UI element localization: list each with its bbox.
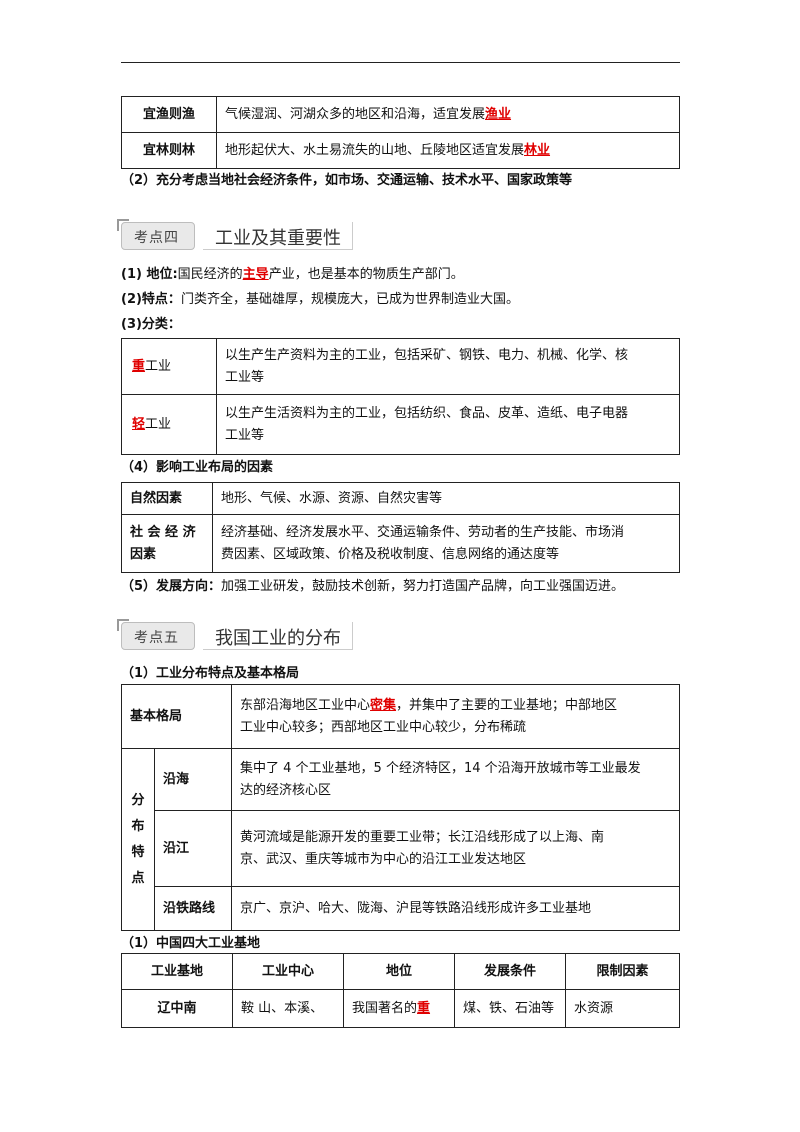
row-label: 沿海 (154, 748, 232, 811)
table-header-row: 工业基地 工业中心 地位 发展条件 限制因素 (121, 953, 680, 990)
table-cell: 我国著名的重 (343, 989, 455, 1028)
row-text: 经济基础、经济发展水平、交通运输条件、劳动者的生产技能、市场消费因素、区域政策、… (212, 514, 680, 573)
row-text: 地形起伏大、水土易流失的山地、丘陵地区适宜发展林业 (216, 132, 680, 169)
table-row: 基本格局 东部沿海地区工业中心密集，并集中了主要的工业基地；中部地区 工业中心较… (121, 684, 680, 749)
section-title: 我国工业的分布 (203, 622, 353, 650)
section-title: 工业及其重要性 (203, 222, 353, 250)
header-rule (121, 62, 680, 63)
tag-corner (117, 619, 129, 631)
table-row: 轻工业 以生产生活资料为主的工业，包括纺织、食品、皮革、造纸、电子电器工业等 (121, 394, 680, 455)
row-text: 黄河流域是能源开发的重要工业带；长江沿线形成了以上海、南京、武汉、重庆等城市为中… (231, 810, 680, 887)
table-row: 自然因素 地形、气候、水源、资源、自然灾害等 (121, 482, 680, 515)
sub-heading-2: （1）中国四大工业基地 (121, 936, 261, 951)
row-text: 以生产生产资料为主的工业，包括采矿、钢铁、电力、机械、化学、核工业等 (216, 338, 680, 395)
table-row: 沿江 黄河流域是能源开发的重要工业带；长江沿线形成了以上海、南京、武汉、重庆等城… (122, 810, 680, 887)
row-label: 沿铁路线 (154, 886, 232, 931)
row-text: 东部沿海地区工业中心密集，并集中了主要的工业基地；中部地区 工业中心较多；西部地… (231, 684, 680, 749)
sub-heading-1: （1）工业分布特点及基本格局 (121, 666, 300, 681)
row-text: 地形、气候、水源、资源、自然灾害等 (212, 482, 680, 515)
column-header: 限制因素 (565, 953, 680, 990)
note-2: （2）充分考虑当地社会经济条件，如市场、交通运输、技术水平、国家政策等 (121, 173, 573, 188)
row-text: 以生产生活资料为主的工业，包括纺织、食品、皮革、造纸、电子电器工业等 (216, 394, 680, 455)
table-cell: 鞍 山、本溪、 (232, 989, 344, 1028)
table-row: 宜渔则渔 气候湿润、河湖众多的地区和沿海，适宜发展渔业 (121, 96, 680, 133)
point-1: (1) 地位:国民经济的主导产业，也是基本的物质生产部门。 (121, 267, 464, 282)
point-2: (2)特点：门类齐全，基础雄厚，规模庞大，已成为世界制造业大国。 (121, 292, 519, 307)
table-cell: 辽中南 (121, 989, 233, 1028)
table-distribution: 基本格局 东部沿海地区工业中心密集，并集中了主要的工业基地；中部地区 工业中心较… (121, 684, 680, 931)
row-label: 宜渔则渔 (121, 96, 217, 133)
row-text: 集中了 4 个工业基地，5 个经济特区，14 个沿海开放城市等工业最发达的经济核… (231, 748, 680, 811)
tag-tab: 考点四 (121, 222, 195, 250)
column-header: 发展条件 (454, 953, 566, 990)
row-label: 自然因素 (121, 482, 213, 515)
table-cell: 水资源 (565, 989, 680, 1028)
table-industry-types: 重工业 以生产生产资料为主的工业，包括采矿、钢铁、电力、机械、化学、核工业等 轻… (121, 338, 680, 455)
column-header: 工业中心 (232, 953, 344, 990)
table-row: 沿铁路线 京广、京沪、哈大、陇海、沪昆等铁路沿线形成许多工业基地 (122, 886, 680, 931)
group-label: 分布特点 (121, 748, 155, 931)
row-label: 轻工业 (121, 394, 217, 455)
point-4: （4）影响工业布局的因素 (121, 460, 274, 475)
row-text: 气候湿润、河湖众多的地区和沿海，适宜发展渔业 (216, 96, 680, 133)
point-5: （5）发展方向：加强工业研发，鼓励技术创新，努力打造国产品牌，向工业强国迈进。 (121, 579, 625, 594)
table-row: 宜林则林 地形起伏大、水土易流失的山地、丘陵地区适宜发展林业 (121, 132, 680, 169)
row-label: 重工业 (121, 338, 217, 395)
table-row: 分布特点 沿海 集中了 4 个工业基地，5 个经济特区，14 个沿海开放城市等工… (121, 748, 680, 931)
table-row: 辽中南 鞍 山、本溪、 我国著名的重 煤、铁、石油等 水资源 (121, 989, 680, 1028)
row-label: 沿江 (154, 810, 232, 887)
table-factors: 自然因素 地形、气候、水源、资源、自然灾害等 社 会 经 济因素 经济基础、经济… (121, 482, 680, 573)
column-header: 工业基地 (121, 953, 233, 990)
row-label: 宜林则林 (121, 132, 217, 169)
column-header: 地位 (343, 953, 455, 990)
row-label: 基本格局 (121, 684, 232, 749)
point-3: (3)分类： (121, 317, 181, 332)
tag-tab: 考点五 (121, 622, 195, 650)
table-row: 社 会 经 济因素 经济基础、经济发展水平、交通运输条件、劳动者的生产技能、市场… (121, 514, 680, 573)
table-industrial-bases: 工业基地 工业中心 地位 发展条件 限制因素 辽中南 鞍 山、本溪、 我国著名的… (121, 953, 680, 1028)
tag-corner (117, 219, 129, 231)
table-row: 重工业 以生产生产资料为主的工业，包括采矿、钢铁、电力、机械、化学、核工业等 (121, 338, 680, 395)
row-text: 京广、京沪、哈大、陇海、沪昆等铁路沿线形成许多工业基地 (231, 886, 680, 931)
row-label: 社 会 经 济因素 (121, 514, 213, 573)
table-agriculture: 宜渔则渔 气候湿润、河湖众多的地区和沿海，适宜发展渔业 宜林则林 地形起伏大、水… (121, 96, 680, 169)
table-cell: 煤、铁、石油等 (454, 989, 566, 1028)
